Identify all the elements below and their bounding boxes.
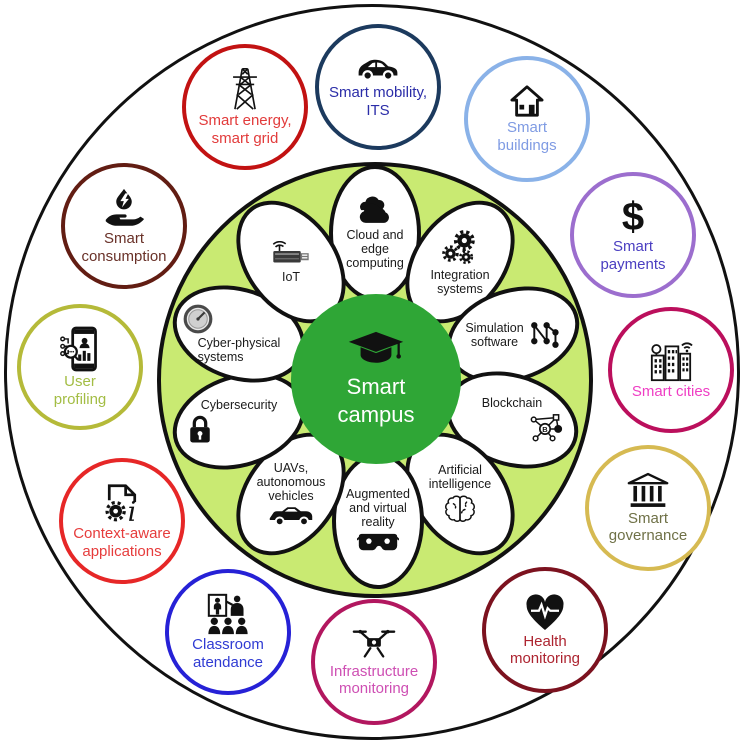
petal-iot: IoT xyxy=(213,179,369,345)
petal-label: Integration systems xyxy=(430,267,490,296)
petal-blockchain: Blockchain B xyxy=(433,355,591,485)
ring-item-smart-buildings: Smart buildings xyxy=(464,56,590,182)
drone-icon xyxy=(352,627,396,662)
petal-label: IoT xyxy=(281,269,301,284)
hand-energy-icon xyxy=(102,187,146,229)
usb-dongle-icon xyxy=(268,240,314,268)
ring-item-label: Infrastructure monitoring xyxy=(329,662,419,697)
government-building-icon xyxy=(627,472,669,509)
classroom-icon xyxy=(206,593,250,635)
car-icon xyxy=(354,55,402,83)
ring-item-label: Health monitoring xyxy=(509,632,581,667)
ring-item-health-monitoring: Health monitoring xyxy=(482,567,608,693)
ring-item-smart-mobility: Smart mobility, ITS xyxy=(315,24,441,150)
ring-item-context-aware-applications: i Context-aware applications xyxy=(59,458,185,584)
petal-label: Blockchain xyxy=(481,396,543,410)
petal-label: Simulation software xyxy=(465,321,524,349)
svg-text:i: i xyxy=(128,497,137,524)
ring-item-smart-cities: Smart cities xyxy=(608,307,734,433)
ring-item-label: Smart energy, smart grid xyxy=(198,112,292,147)
gauge-icon xyxy=(183,304,213,334)
ring-item-smart-consumption: Smart consumption xyxy=(61,163,187,289)
ring-item-smart-governance: Smart governance xyxy=(585,445,711,571)
graduation-cap-icon xyxy=(347,330,405,370)
petal-label: Cloud and edge computing xyxy=(346,228,404,270)
sedan-car-icon xyxy=(267,505,315,528)
ring-item-smart-payments: $ Smart payments xyxy=(570,172,696,298)
petal-cybersecurity: Cybersecurity xyxy=(160,356,318,486)
petal-label: Cybersecurity xyxy=(200,397,278,412)
vr-headset-icon xyxy=(357,531,399,555)
ring-item-label: Smart payments xyxy=(600,238,666,273)
ring-item-label: Smart governance xyxy=(608,509,688,544)
ring-item-user-profiling: User profiling xyxy=(17,304,143,430)
document-info-gear-icon: i xyxy=(102,482,142,524)
center-smart-campus: Smart campus xyxy=(291,294,461,464)
petal-integration-systems: Integration systems xyxy=(382,179,538,345)
ring-item-label: Classroom atendance xyxy=(192,636,264,671)
ring-item-label: Context-aware applications xyxy=(73,525,171,560)
petal-uavs-autonomous-vehicles: UAVs, autonomous vehicles xyxy=(213,411,369,577)
petal-label: UAVs, autonomous vehicles xyxy=(256,460,326,503)
brain-icon xyxy=(442,493,478,526)
heart-pulse-icon xyxy=(524,593,566,632)
petal-cyber-physical-systems: Cyber-physical systems xyxy=(160,269,318,399)
petal-artificial-intelligence: Artificial intelligence xyxy=(382,411,538,577)
padlock-icon xyxy=(187,414,213,445)
ring-item-smart-energy: Smart energy, smart grid xyxy=(182,44,308,170)
ring-item-label: Smart cities xyxy=(631,382,711,400)
phone-profile-icon xyxy=(59,326,101,372)
blockchain-network-icon: B xyxy=(524,412,566,444)
network-nodes-icon xyxy=(527,320,561,350)
petal-label: Cyber-physical systems xyxy=(197,336,281,364)
ring-item-label: Smart buildings xyxy=(497,119,557,154)
dollar-icon: $ xyxy=(621,195,645,240)
cloud-icon xyxy=(353,196,397,226)
ring-item-classroom-atendance: Classroom atendance xyxy=(165,569,291,695)
house-icon xyxy=(508,84,546,118)
ring-item-infrastructure-monitoring: Infrastructure monitoring xyxy=(311,599,437,725)
gears-icon xyxy=(440,229,480,266)
ring-item-label: Smart mobility, ITS xyxy=(328,84,428,119)
transmission-tower-icon xyxy=(226,67,264,111)
ring-item-label: User profiling xyxy=(53,373,107,408)
petal-simulation-software: Simulation software xyxy=(434,270,592,400)
city-buildings-icon xyxy=(648,340,694,382)
ring-item-label: Smart consumption xyxy=(81,230,167,265)
svg-text:B: B xyxy=(542,425,548,434)
petal-label: Augmented and virtual reality xyxy=(346,487,410,529)
petal-label: Artificial intelligence xyxy=(428,462,492,491)
petal-augmented-virtual-reality: Augmented and virtual reality xyxy=(332,453,424,589)
center-label: Smart campus xyxy=(337,374,415,427)
